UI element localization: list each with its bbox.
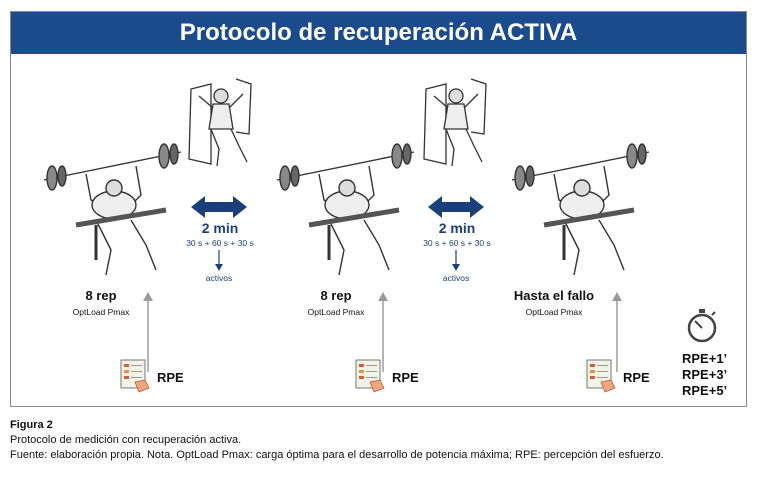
rest-note-1: activos	[189, 273, 249, 283]
rest-detail-2: 30 s + 60 s + 30 s	[402, 238, 512, 248]
rpe-scale-icon-3	[585, 358, 617, 394]
figure-frame: Protocolo de recuperación ACTIVA	[10, 11, 747, 407]
rest-duration-2: 2 min	[412, 220, 502, 236]
rest-detail-1: 30 s + 60 s + 30 s	[165, 238, 275, 248]
bench-press-illustration-3	[504, 140, 654, 280]
exercise-sub-3: OptLoad Pmax	[494, 307, 614, 317]
bench-press-illustration-1	[36, 140, 186, 280]
rpe-final-2: RPE+3’	[682, 367, 727, 383]
figure-description: Protocolo de medición con recuperación a…	[10, 434, 241, 446]
rpe-scale-icon-1	[119, 358, 151, 394]
down-arrow-icon-1	[214, 250, 224, 272]
rest-note-2: activos	[426, 273, 486, 283]
exercise-machine-illustration-1	[181, 74, 261, 174]
rpe-label-3: RPE	[623, 370, 650, 385]
exercise-label-3: Hasta el fallo	[494, 288, 614, 303]
figure-source: Fuente: elaboración propia. Nota. OptLoa…	[10, 449, 664, 461]
rpe-label-2: RPE	[392, 370, 419, 385]
rpe-scale-icon-2	[354, 358, 386, 394]
figure-number: Figura 2	[10, 419, 53, 431]
exercise-machine-illustration-2	[416, 74, 496, 174]
double-arrow-icon-2	[428, 194, 484, 220]
rpe-final-3: RPE+5’	[682, 383, 727, 399]
rpe-label-1: RPE	[157, 370, 184, 385]
down-arrow-icon-2	[451, 250, 461, 272]
rpe-final-1: RPE+1’	[682, 351, 727, 367]
figure-title: Protocolo de recuperación ACTIVA	[11, 12, 746, 54]
double-arrow-icon-1	[191, 194, 247, 220]
bench-press-illustration-2	[269, 140, 419, 280]
rest-duration-1: 2 min	[175, 220, 265, 236]
stopwatch-icon	[685, 308, 719, 344]
